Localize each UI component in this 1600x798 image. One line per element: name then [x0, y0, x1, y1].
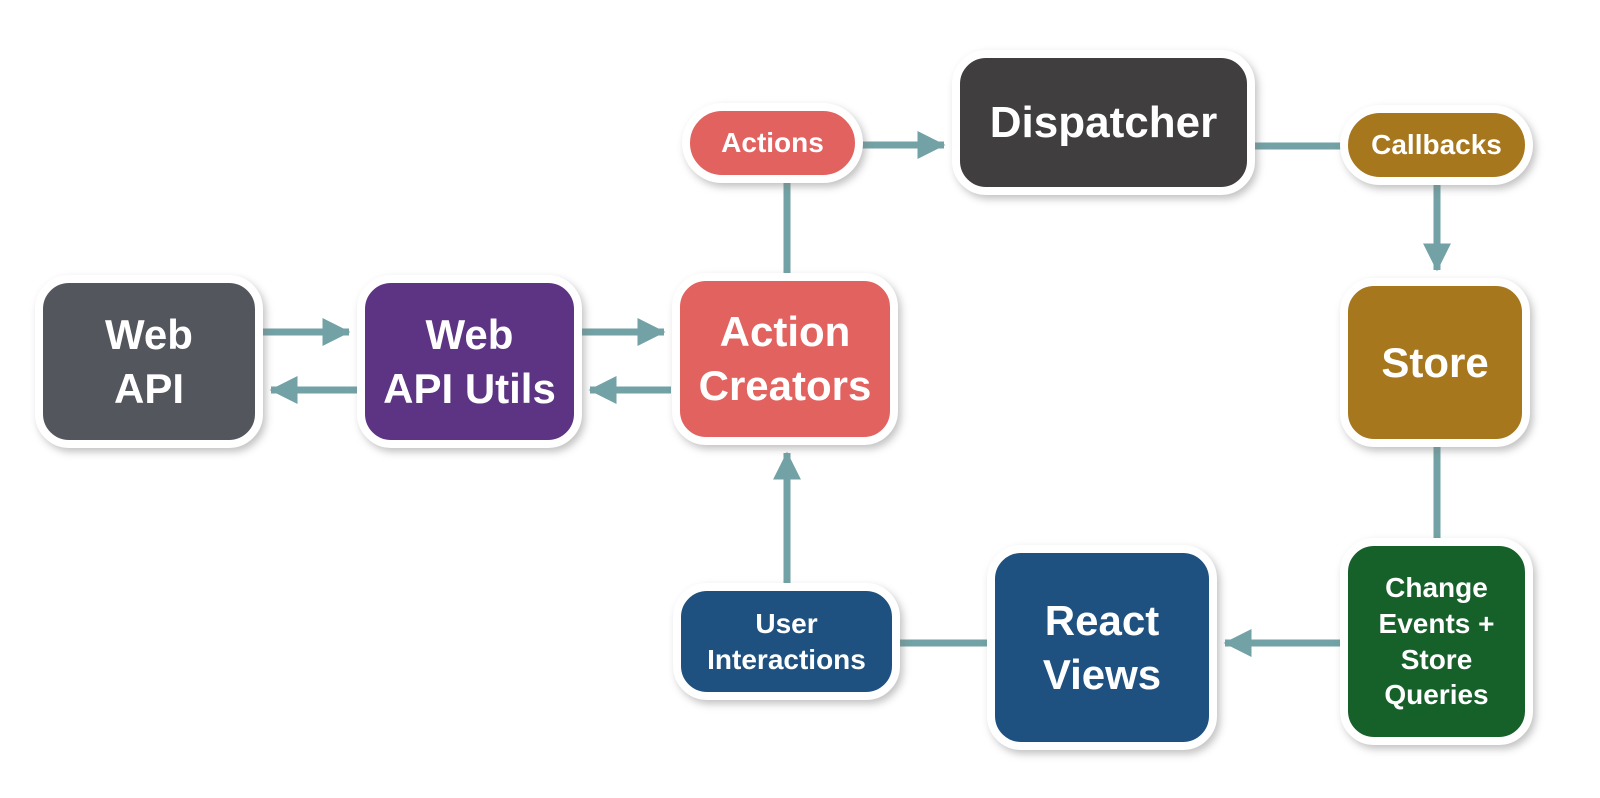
node-react-views: React Views	[987, 545, 1217, 750]
node-react-views-label: React Views	[1042, 596, 1162, 698]
node-actions-label: Actions	[721, 127, 824, 159]
node-store: Store	[1340, 278, 1530, 447]
node-actions: Actions	[682, 103, 863, 183]
node-dispatcher-label: Dispatcher	[989, 97, 1218, 147]
node-action-creators: Action Creators	[672, 273, 898, 445]
node-dispatcher: Dispatcher	[952, 50, 1255, 195]
node-web-api-utils-label: Web API Utils	[383, 310, 556, 412]
node-callbacks: Callbacks	[1340, 105, 1533, 185]
node-callbacks-label: Callbacks	[1371, 129, 1502, 161]
node-change-events-label: Change Events + Store Queries	[1378, 571, 1495, 711]
node-web-api: Web API	[35, 275, 263, 448]
node-web-api-label: Web API	[105, 310, 193, 412]
node-user-interactions-label: User Interactions	[707, 607, 866, 675]
node-action-creators-label: Action Creators	[698, 308, 872, 409]
node-store-label: Store	[1381, 338, 1489, 386]
node-user-interactions: User Interactions	[673, 583, 900, 700]
node-change-events: Change Events + Store Queries	[1340, 538, 1533, 745]
node-web-api-utils: Web API Utils	[357, 275, 582, 448]
